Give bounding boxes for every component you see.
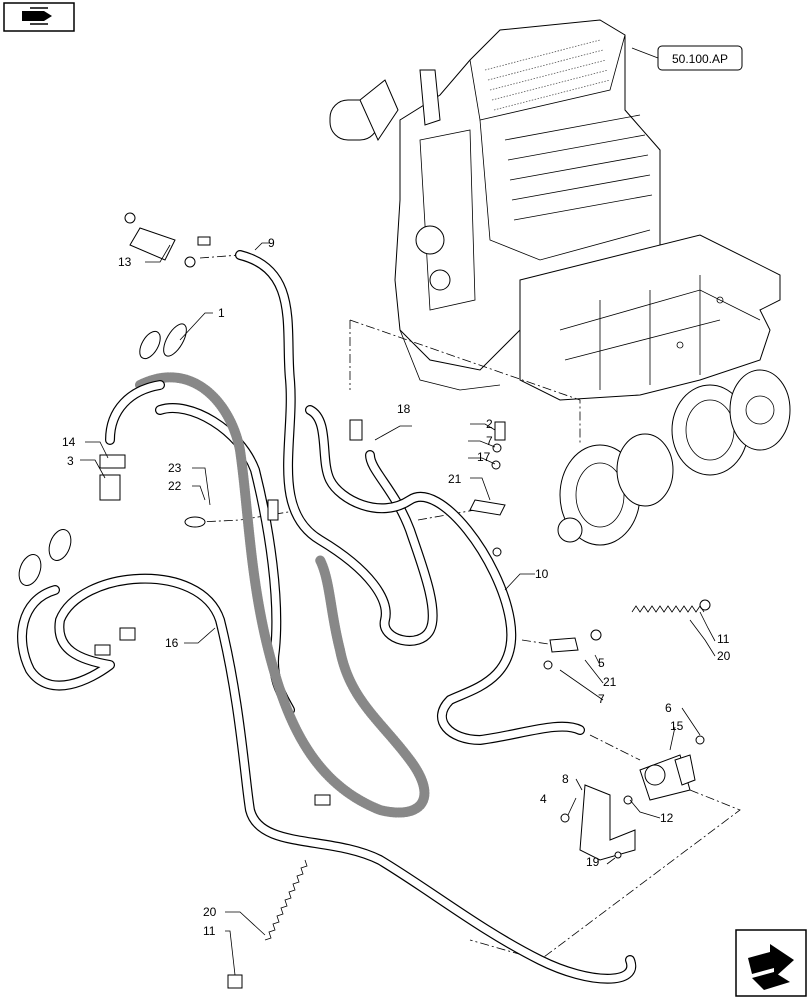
callout-7-upper: 7 bbox=[486, 434, 493, 448]
callout-18: 18 bbox=[397, 402, 411, 416]
callout-3: 3 bbox=[67, 454, 74, 468]
callout-22: 22 bbox=[168, 479, 182, 493]
callout-21-lower: 21 bbox=[603, 675, 617, 689]
spring-20-upper bbox=[631, 605, 705, 613]
book-with-arrow-icon[interactable] bbox=[3, 2, 75, 32]
callout-4: 4 bbox=[540, 792, 547, 806]
hose-10 bbox=[305, 405, 585, 745]
chassis-frame bbox=[519, 234, 781, 401]
callout-6: 6 bbox=[665, 701, 672, 715]
reference-label: 50.100.AP bbox=[672, 52, 728, 66]
wheel-motor-rear bbox=[671, 369, 791, 476]
bracket-8 bbox=[560, 784, 636, 861]
callout-12: 12 bbox=[660, 811, 674, 825]
callout-19: 19 bbox=[586, 855, 600, 869]
valve-assembly-15 bbox=[639, 754, 696, 801]
callout-11-lower: 11 bbox=[203, 924, 216, 938]
callout-14: 14 bbox=[62, 435, 76, 449]
spring-20-lower bbox=[264, 859, 308, 941]
callout-9: 9 bbox=[268, 236, 275, 250]
leader-lines bbox=[80, 242, 716, 976]
hose-16 bbox=[17, 573, 637, 984]
fittings bbox=[94, 212, 711, 989]
callout-8: 8 bbox=[562, 772, 569, 786]
next-page-arrow-icon[interactable] bbox=[735, 929, 807, 997]
callout-10: 10 bbox=[535, 567, 549, 581]
reference-box[interactable]: 50.100.AP bbox=[631, 45, 743, 71]
callout-2: 2 bbox=[486, 417, 493, 431]
o-ring-clamps bbox=[18, 323, 187, 586]
callout-labels: 1 2 3 4 5 6 7 7 8 9 10 11 11 12 13 14 15… bbox=[62, 236, 731, 938]
callout-1: 1 bbox=[218, 306, 225, 320]
callout-5: 5 bbox=[598, 656, 605, 670]
callout-20-lower: 20 bbox=[203, 905, 217, 919]
callout-20-upper: 20 bbox=[717, 649, 731, 663]
callout-16: 16 bbox=[165, 636, 179, 650]
hose-1 bbox=[105, 380, 165, 445]
callout-13: 13 bbox=[118, 255, 132, 269]
hose-23-alternate-routing bbox=[135, 372, 430, 818]
callout-21-upper: 21 bbox=[448, 472, 462, 486]
hose-9 bbox=[235, 250, 438, 646]
callout-17: 17 bbox=[477, 450, 491, 464]
callout-15: 15 bbox=[670, 719, 684, 733]
wheel-motor-front bbox=[557, 433, 674, 546]
callout-7-lower: 7 bbox=[598, 692, 605, 706]
callout-11-upper: 11 bbox=[717, 632, 730, 646]
callout-23: 23 bbox=[168, 461, 182, 475]
